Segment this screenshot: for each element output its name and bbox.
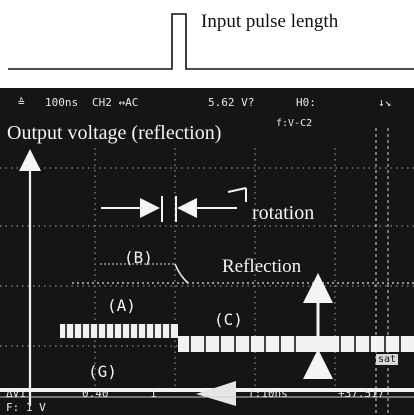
graticule-grid <box>0 148 414 388</box>
status-channel-coupling: CH2 ↔AC <box>92 96 139 109</box>
status-timebase: 100ns <box>45 96 79 109</box>
label-b: (B) <box>124 248 153 267</box>
status-marker: ≙ <box>18 96 25 109</box>
footer-dv-unit: 1 <box>150 387 157 400</box>
footer-time-value: +37.517 <box>338 387 385 400</box>
status-right-fragment: ↓↘ <box>378 96 392 109</box>
status-h0: H0: <box>296 96 316 109</box>
reflection-edge <box>174 263 189 284</box>
label-c: (C) <box>214 310 243 329</box>
trace-noise <box>65 324 401 352</box>
reflection-label: Reflection <box>222 256 302 277</box>
oscilloscope-screen: ≙ 100ns CH2 ↔AC 5.62 V? H0: ↓↘ Output vo… <box>0 88 414 415</box>
input-pulse-waveform <box>8 13 414 70</box>
trigger-marker <box>196 381 236 406</box>
label-g: (G) <box>88 362 117 381</box>
sat-badge: sat <box>376 354 399 365</box>
input-pulse-diagram <box>8 13 414 70</box>
output-voltage-label: Output voltage (reflection) <box>7 122 222 144</box>
scope-status-bar: ≙ 100ns CH2 ↔AC 5.62 V? H0: ↓↘ <box>0 96 414 112</box>
status-voltage: 5.62 V? <box>208 96 255 109</box>
waveform-trace <box>0 324 414 392</box>
footer-time-label: f:10ns <box>248 387 288 400</box>
footer-sub-row: F: 1 V <box>6 401 46 414</box>
cursor-label: f:V-C2 <box>276 118 313 129</box>
label-a: (A) <box>107 296 136 315</box>
scope-graphics <box>0 128 414 415</box>
footer-dv-label: ΔV1 <box>6 387 26 400</box>
cursor-lines <box>375 128 389 415</box>
footer-dv-value: 0.40 <box>82 387 109 400</box>
rotation-label: rotation <box>252 202 315 224</box>
rotation-bracket <box>101 187 247 222</box>
input-pulse-length-label: Input pulse length <box>201 11 339 32</box>
